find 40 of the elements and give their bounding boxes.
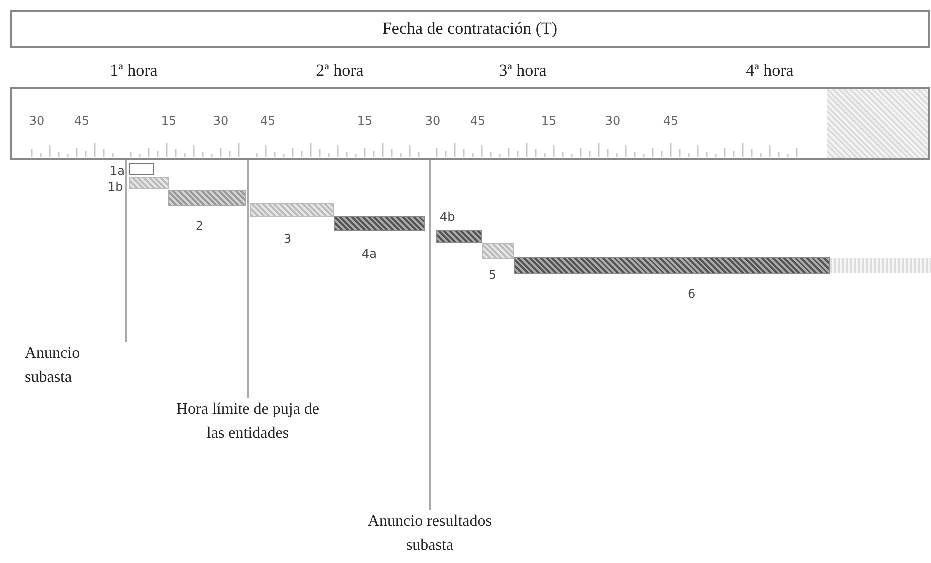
header-box — [10, 10, 930, 48]
hour-label: 3ª hora — [499, 60, 547, 82]
task-label: 4b — [440, 209, 456, 226]
leader-line — [125, 160, 127, 342]
task-label: 2 — [196, 218, 204, 235]
tick-label: 45 — [470, 113, 486, 130]
tick-label: 30 — [213, 113, 229, 130]
tick-label: 15 — [541, 113, 557, 130]
tick-label: 15 — [161, 113, 177, 130]
task-bar — [436, 230, 482, 243]
task-label: 6 — [688, 286, 696, 303]
event-label: Hora límite de puja de las entidades — [175, 400, 321, 444]
tick-label: 45 — [260, 113, 276, 130]
task-label: 3 — [284, 231, 292, 248]
task-label: 5 — [489, 267, 497, 284]
tick-label: 30 — [425, 113, 441, 130]
task-bar — [129, 177, 169, 189]
tick-label: 30 — [29, 113, 45, 130]
tick-label: 45 — [74, 113, 90, 130]
task-bar — [168, 190, 246, 206]
hour-label: 1ª hora — [110, 60, 158, 82]
event-label: Anuncio subasta — [25, 344, 82, 388]
hour-label: 4ª hora — [746, 60, 794, 82]
task-label: 1a — [110, 163, 125, 180]
task-bar — [129, 163, 154, 175]
tick-label: 30 — [605, 113, 621, 130]
leader-line — [429, 160, 431, 510]
tick-label: 45 — [663, 113, 679, 130]
task-bar — [250, 203, 334, 217]
leader-line — [247, 160, 249, 398]
task-label: 1b — [108, 179, 124, 196]
hour-label: 2ª hora — [316, 60, 364, 82]
task-bar — [334, 216, 425, 231]
task-label: 4a — [362, 246, 377, 263]
tick-label: 15 — [357, 113, 373, 130]
event-label: Anuncio resultados subasta — [367, 512, 493, 556]
task-bar — [514, 257, 931, 274]
time-ruler — [10, 87, 930, 160]
header-text: Fecha de contratación (T) — [382, 18, 558, 40]
task-bar — [482, 243, 514, 259]
